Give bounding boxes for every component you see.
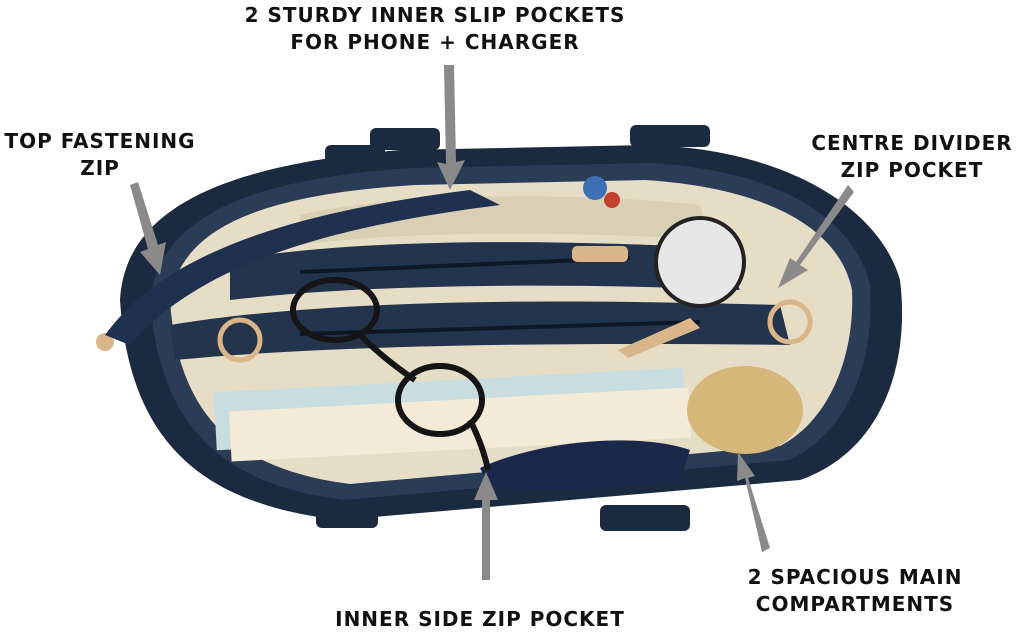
eyeglasses <box>290 277 491 471</box>
callout-main-line1: 2 SPACIOUS MAIN <box>747 565 963 589</box>
zipper-pull-upper <box>572 246 628 262</box>
callout-side-zip-pocket: INNER SIDE ZIP POCKET <box>320 606 640 633</box>
divider-zip-pocket-lower <box>170 301 790 360</box>
callout-slip-pockets: 2 STURDY INNER SLIP POCKETS FOR PHONE + … <box>240 2 630 56</box>
zip-end-hardware <box>96 333 114 351</box>
arrow-top-zip <box>130 182 166 275</box>
callout-top-zip-line2: ZIP <box>80 156 120 180</box>
callout-main-compartments: 2 SPACIOUS MAIN COMPARTMENTS <box>740 564 970 618</box>
callout-slip-pockets-line1: 2 STURDY INNER SLIP POCKETS <box>244 3 626 27</box>
arrow-side-zip <box>474 472 498 580</box>
callout-divider-line2: ZIP POCKET <box>840 158 984 182</box>
callout-top-zip-line1: TOP FASTENING <box>4 129 196 153</box>
callout-main-line2: COMPARTMENTS <box>755 592 955 616</box>
top-fastening-zip <box>105 190 500 345</box>
callout-divider-pocket: CENTRE DIVIDER ZIP POCKET <box>800 130 1024 184</box>
bag-contents <box>213 176 803 490</box>
callout-arrows <box>130 65 854 580</box>
d-ring-right <box>767 299 813 345</box>
zipper-pull-lower <box>618 318 700 358</box>
arrow-slip-pockets <box>437 65 465 190</box>
callout-divider-line1: CENTRE DIVIDER <box>811 131 1013 155</box>
arrow-main-compartments <box>737 452 770 552</box>
arrow-divider <box>778 185 854 288</box>
d-ring-left <box>217 317 263 363</box>
callout-slip-pockets-line2: FOR PHONE + CHARGER <box>290 30 580 54</box>
callout-top-zip: TOP FASTENING ZIP <box>0 128 200 182</box>
callout-side-zip-line1: INNER SIDE ZIP POCKET <box>335 607 625 631</box>
